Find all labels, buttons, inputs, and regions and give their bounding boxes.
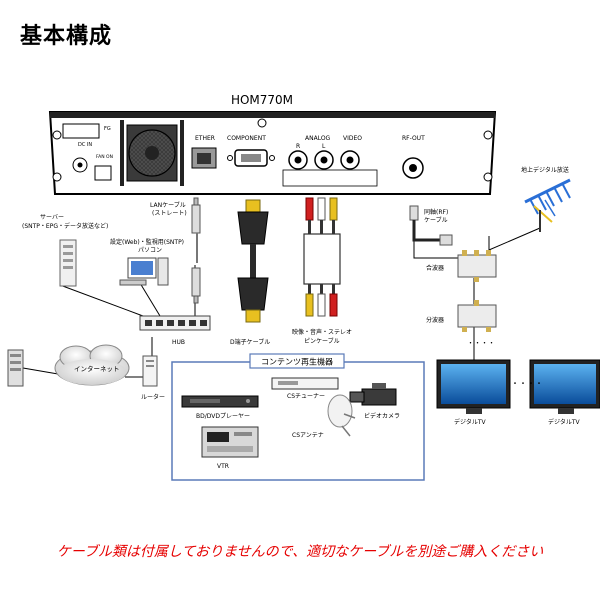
fan-label: FAN ON [96,154,113,160]
splitter-label: 分波器 [426,316,444,324]
lan-cable-sublabel: (ストレート) [152,210,187,217]
cs-antenna-icon [327,394,356,437]
rf-port-icon [402,157,424,179]
r-label: R [296,143,300,150]
device-model-label: HOM770M [231,93,293,107]
coax-sublabel: ケーブル [424,216,448,224]
hub-icon [139,315,211,331]
analog-label: ANALOG [305,135,331,142]
vtr-label: VTR [217,463,229,470]
cs-tuner-label: CSチューナー [287,393,325,400]
lan-cable-label: LANケーブル [150,201,186,209]
component-port-icon [227,149,275,167]
cable-notice: ケーブル類は付属しておりませんので、適切なケーブルを別途ご購入ください [56,544,544,560]
av-cable-label: 映像・音声・ステレオ [292,328,352,336]
combiner-label: 合波器 [426,264,444,272]
remote-server-icon [7,349,24,387]
router-label: ルーター [141,393,165,401]
splitter-icon [457,300,497,332]
d-cable-label: D端子ケーブル [230,338,270,346]
rfout-label: RF-OUT [402,135,425,142]
digital-tv-icon [436,359,511,414]
lan-cable-icon [191,197,201,304]
rca-port-icon [288,150,360,170]
hom770m-device: HOM770M FG DC IN FAN ON ETHER [48,93,497,195]
router-icon [142,355,158,387]
server-icon [59,239,77,287]
cs-tuner-icon [271,377,339,390]
av-pin-cable-icon [303,197,341,317]
splitter-dots: ・・・・ [467,339,495,347]
server-sublabel: (SNTP・EPG・データ放送など) [22,222,108,230]
ethernet-port-icon [191,147,217,169]
d-terminal-cable-icon [237,199,269,323]
tv-dots: ・・・・ [511,379,543,388]
video-camera-icon [349,383,397,406]
coax-cable-icon [409,205,453,246]
digital-tv-label-2: デジタルTV [548,418,581,426]
component-label: COMPONENT [227,135,266,142]
bd-player-icon [181,395,259,408]
antenna-label: 地上デジタル放送 [521,166,569,174]
dc-in-label: DC IN [78,142,92,148]
contents-box-title-frame [249,353,345,369]
digital-tv-icon [529,359,600,414]
video-camera-label: ビデオカメラ [364,412,400,420]
digital-tv-label-1: デジタルTV [454,418,487,426]
internet-cloud-icon [54,344,130,386]
fg-label: FG [104,126,111,132]
bd-player-label: BD/DVDプレーヤー [196,413,250,420]
l-label: L [322,143,326,150]
video-label: VIDEO [343,135,362,142]
fan-icon [126,124,178,182]
pc-icon [119,257,169,286]
ether-label: ETHER [195,135,215,142]
av-cable-sublabel: ピンケーブル [304,337,340,345]
antenna-icon [524,178,571,232]
server-label: サーバー [40,214,64,221]
pc-sublabel: パソコン [138,247,162,254]
contents-box-title: コンテンツ再生機器 [261,357,333,367]
pc-label: 設定(Web)・監視用(SNTP) [110,238,184,246]
coax-label: 同軸(RF) [424,208,448,216]
hub-label: HUB [172,339,185,346]
vtr-icon [201,426,259,458]
combiner-icon [457,250,497,282]
page-title: 基本構成 [20,24,113,49]
cs-antenna-label: CSアンテナ [292,432,324,439]
screw-icon [52,118,493,182]
internet-label: インターネット [74,364,120,373]
